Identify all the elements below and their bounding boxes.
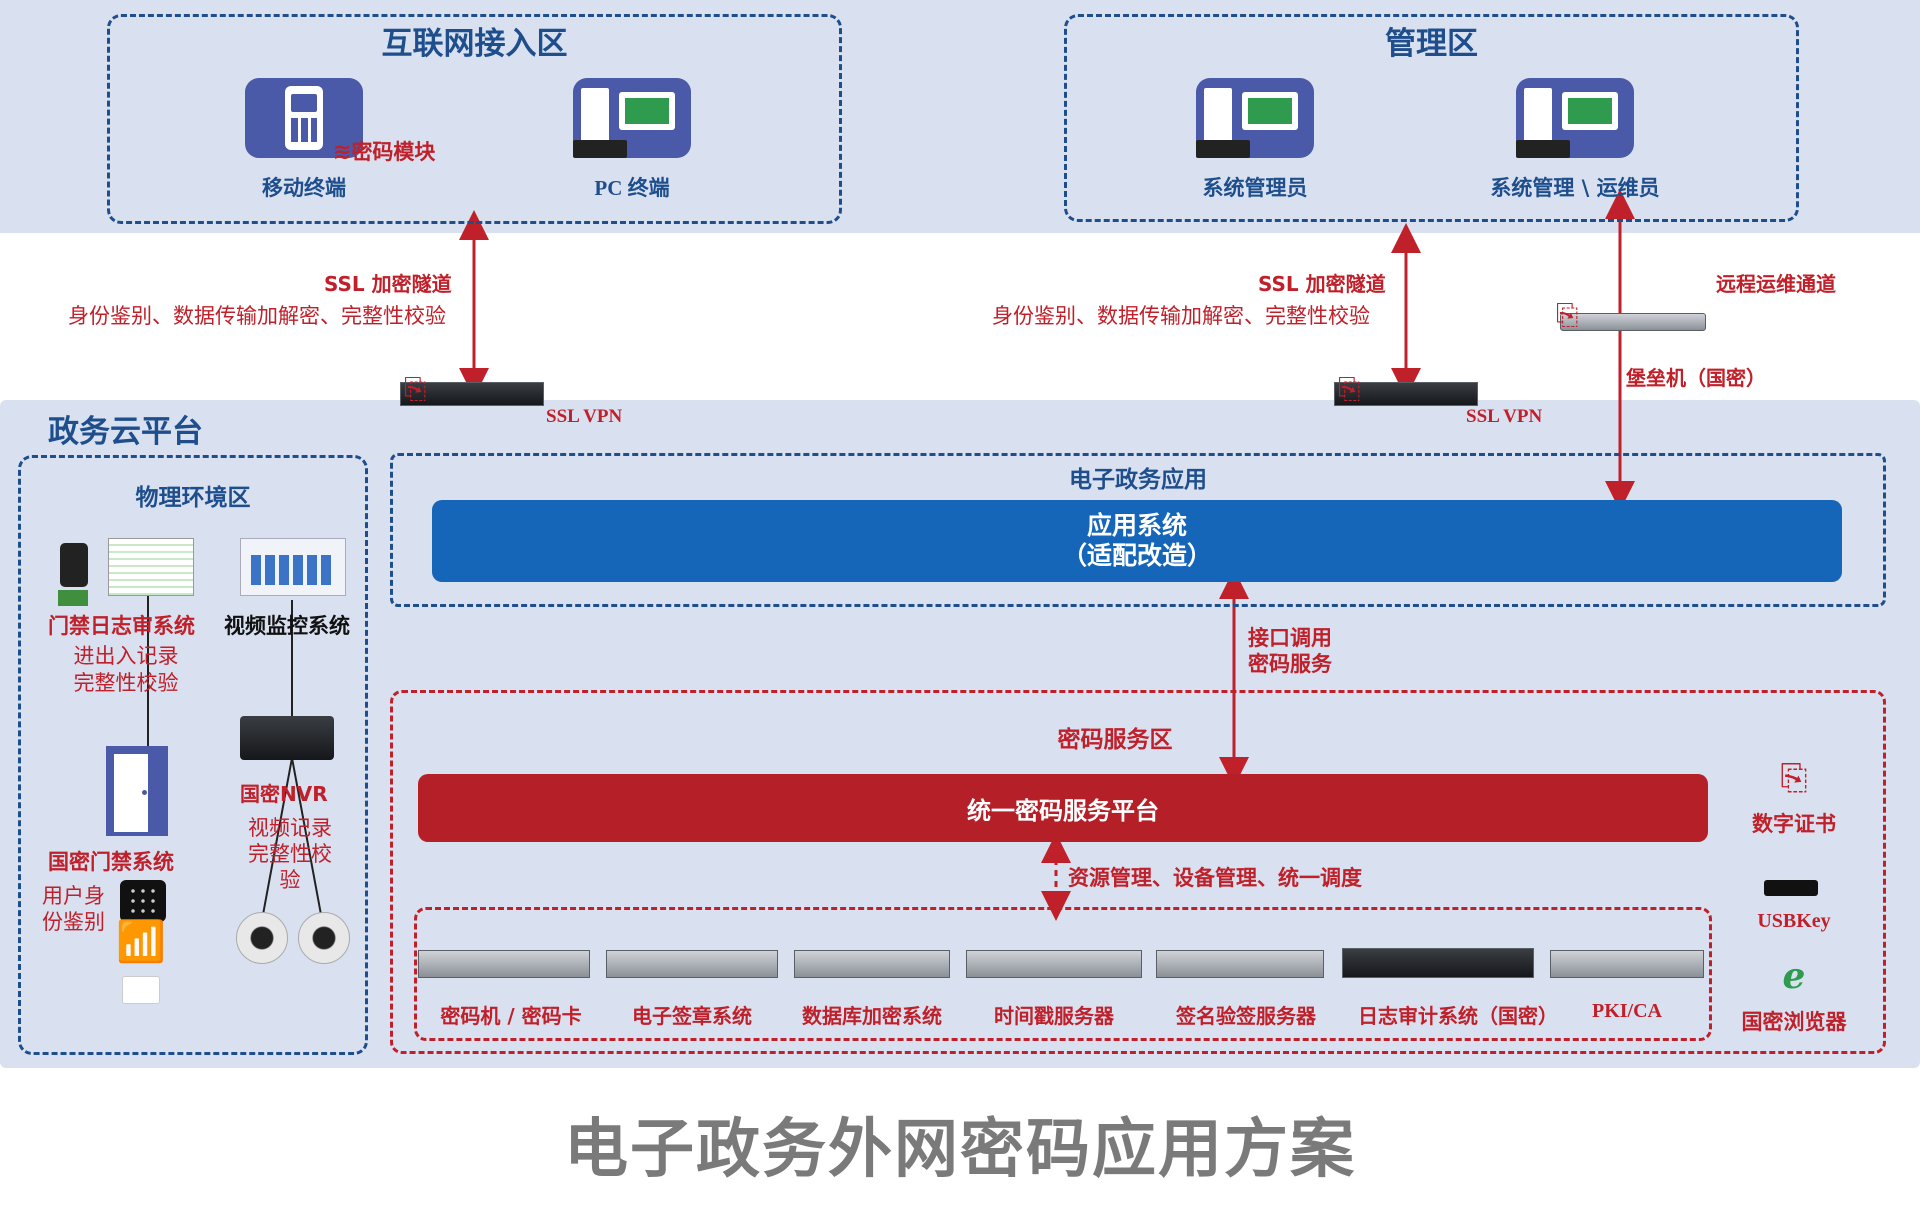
esign-device-icon bbox=[606, 950, 778, 978]
smart-card-icon bbox=[122, 976, 160, 1004]
device-row bbox=[414, 907, 1712, 1041]
device-label-5: 日志审计系统（国密） bbox=[1358, 1004, 1558, 1028]
cert-icon-vpn-right: ⎘ bbox=[1338, 372, 1361, 405]
camera-left-icon bbox=[236, 912, 288, 964]
device-label-3: 时间戳服务器 bbox=[994, 1004, 1114, 1028]
app-system-line1: 应用系统 bbox=[1086, 511, 1187, 540]
crypto-platform-bar[interactable]: 统一密码服务平台 bbox=[418, 774, 1708, 842]
ssl-right-label: SSL 加密隧道 bbox=[1258, 272, 1386, 296]
browser-icon: ℯ bbox=[1782, 956, 1806, 997]
log-audit-device-icon bbox=[1342, 948, 1534, 978]
ssl-left-label: SSL 加密隧道 bbox=[324, 272, 452, 296]
nvr-label: 国密NVR bbox=[240, 782, 328, 806]
door-icon bbox=[106, 746, 168, 836]
ssl-right-desc: 身份鉴别、数据传输加解密、完整性校验 bbox=[992, 304, 1370, 328]
mobile-terminal-label: 移动终端 bbox=[262, 176, 346, 200]
interface-line1: 接口调用 bbox=[1248, 626, 1332, 650]
bastion-label: 堡垒机（国密） bbox=[1626, 366, 1766, 390]
hsm-device-icon bbox=[418, 950, 590, 978]
wifi-icon: 📶 bbox=[116, 919, 166, 965]
door-label: 国密门禁系统 bbox=[48, 850, 174, 874]
vpn-right-label: SSL VPN bbox=[1466, 406, 1543, 427]
sign-verify-device-icon bbox=[1156, 950, 1324, 978]
interface-line2: 密码服务 bbox=[1248, 652, 1332, 676]
pkica-device-icon bbox=[1550, 950, 1704, 978]
cert-icon-bastion: ⎘ bbox=[1556, 298, 1579, 331]
device-label-0: 密码机 / 密码卡 bbox=[440, 1004, 582, 1028]
access-log-desc2: 完整性校验 bbox=[73, 671, 179, 695]
bastion-device-icon bbox=[1560, 313, 1706, 331]
egov-zone-title: 电子政务应用 bbox=[1069, 467, 1207, 493]
vpn-left-label: SSL VPN bbox=[546, 406, 623, 427]
device-label-6: PKI/CA bbox=[1592, 1000, 1662, 1022]
camera-right-icon bbox=[298, 912, 350, 964]
door-desc1: 用户身 bbox=[42, 884, 105, 908]
nvr-desc1: 视频记录 bbox=[248, 816, 332, 840]
physical-zone-title: 物理环境区 bbox=[135, 485, 251, 511]
internet-zone bbox=[107, 14, 842, 224]
pc-terminal-icon bbox=[573, 78, 691, 158]
log-screen-icon bbox=[108, 538, 194, 596]
crypto-platform-label: 统一密码服务平台 bbox=[967, 796, 1159, 825]
pc-terminal-label: PC 终端 bbox=[594, 176, 670, 200]
browser-label: 国密浏览器 bbox=[1741, 1010, 1847, 1034]
sysadmin-pc-icon bbox=[1196, 78, 1314, 158]
keypad-icon bbox=[120, 880, 166, 922]
crypto-zone-title: 密码服务区 bbox=[1057, 727, 1173, 753]
management-zone-title: 管理区 bbox=[1385, 26, 1478, 62]
layers-icon: ≋ bbox=[333, 140, 352, 165]
sysadmin-label: 系统管理员 bbox=[1202, 176, 1308, 200]
mobile-terminal-icon bbox=[245, 78, 363, 158]
door-desc2: 份鉴别 bbox=[42, 910, 105, 934]
db-encrypt-device-icon bbox=[794, 950, 950, 978]
video-label: 视频监控系统 bbox=[224, 614, 350, 638]
video-dashboard-icon bbox=[240, 538, 346, 596]
board-icon bbox=[58, 590, 88, 606]
cert-icon: ⎘ bbox=[1780, 758, 1808, 798]
crypto-zone bbox=[390, 690, 1886, 1054]
vpn-left-device-icon bbox=[400, 382, 544, 406]
device-label-4: 签名验签服务器 bbox=[1176, 1004, 1316, 1028]
access-log-desc1: 进出入记录 bbox=[73, 644, 179, 668]
usbkey-icon bbox=[1764, 880, 1818, 896]
timestamp-device-icon bbox=[966, 950, 1142, 978]
app-system-bar[interactable]: 应用系统 （适配改造） bbox=[432, 500, 1842, 582]
access-reader-icon bbox=[60, 543, 88, 587]
cert-icon-vpn-left: ⎘ bbox=[404, 372, 427, 405]
vpn-right-device-icon bbox=[1334, 382, 1478, 406]
crypto-mgmt-label: 资源管理、设备管理、统一调度 bbox=[1068, 866, 1362, 890]
nvr-icon bbox=[240, 716, 334, 760]
nvr-desc2: 完整性校 bbox=[248, 842, 332, 866]
cloud-title: 政务云平台 bbox=[48, 414, 203, 450]
physical-zone bbox=[18, 455, 368, 1055]
device-label-1: 电子签章系统 bbox=[632, 1004, 752, 1028]
egov-zone bbox=[390, 453, 1886, 607]
internet-zone-title: 互联网接入区 bbox=[381, 26, 568, 62]
management-zone bbox=[1064, 14, 1799, 222]
app-system-line2: （适配改造） bbox=[1061, 541, 1212, 570]
usbkey-label: USBKey bbox=[1757, 910, 1831, 932]
cert-label: 数字证书 bbox=[1752, 812, 1836, 836]
ops-pc-icon bbox=[1516, 78, 1634, 158]
nvr-desc3: 验 bbox=[279, 868, 301, 892]
ops-label: 系统管理 \ 运维员 bbox=[1490, 176, 1660, 200]
ssl-left-desc: 身份鉴别、数据传输加解密、完整性校验 bbox=[68, 304, 446, 328]
access-log-label: 门禁日志审系统 bbox=[48, 614, 195, 638]
remote-ops-label: 远程运维通道 bbox=[1716, 272, 1836, 296]
diagram-title: 电子政务外网密码应用方案 bbox=[564, 1113, 1356, 1187]
crypto-module-label: ≋密码模块 bbox=[333, 140, 436, 165]
device-label-2: 数据库加密系统 bbox=[802, 1004, 942, 1028]
